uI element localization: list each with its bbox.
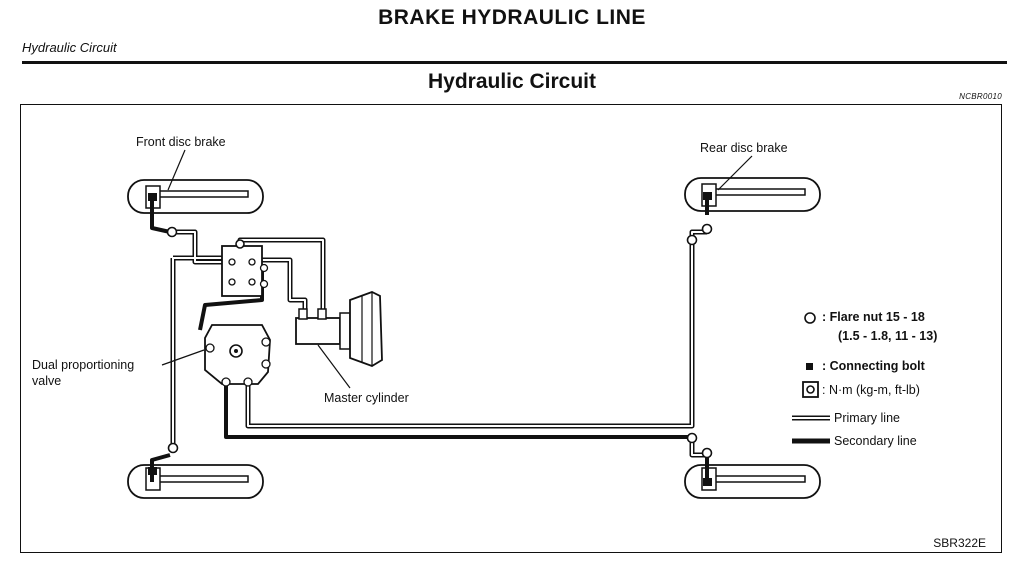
connecting-bolt-legend-icon: [806, 363, 813, 370]
section-label: Hydraulic Circuit: [22, 40, 117, 55]
legend-flare-nut: : Flare nut 15 - 18: [822, 310, 925, 324]
legend: : Flare nut 15 - 18 (1.5 - 1.8, 11 - 13)…: [792, 310, 937, 448]
figure-reference: SBR322E: [933, 536, 986, 550]
diagram-title: Hydraulic Circuit: [427, 70, 597, 93]
document-code: NCBR0010: [959, 92, 1002, 101]
header-divider: [22, 61, 1007, 64]
torque-wrench-icon: [802, 381, 819, 398]
legend-connecting-bolt: : Connecting bolt: [822, 359, 926, 373]
dual-proportioning-valve-label: Dual proportioning: [32, 358, 134, 372]
dual-proportioning-valve-label-2: valve: [32, 374, 61, 388]
master-cylinder-label: Master cylinder: [324, 391, 409, 405]
dual-proportioning-valve: [204, 324, 271, 387]
master-cylinder: [295, 291, 383, 367]
front-disc-brake-label: Front disc brake: [136, 135, 226, 149]
page-title: BRAKE HYDRAULIC LINE: [378, 6, 646, 29]
legend-torque-unit: : N·m (kg-m, ft-lb): [822, 383, 920, 397]
flare-nut-legend-icon: [804, 312, 816, 324]
legend-primary-line: Primary line: [834, 411, 900, 425]
connecting-bolts: [148, 192, 712, 486]
flare-nuts: [166, 223, 713, 459]
rear-disc-brake-label: Rear disc brake: [700, 141, 788, 155]
diagram-frame: [20, 104, 1002, 553]
legend-secondary-line: Secondary line: [834, 434, 917, 448]
legend-flare-nut-torque: (1.5 - 1.8, 11 - 13): [838, 329, 937, 343]
brake-line-junction-block: [221, 245, 269, 297]
leader-lines: [161, 149, 753, 389]
